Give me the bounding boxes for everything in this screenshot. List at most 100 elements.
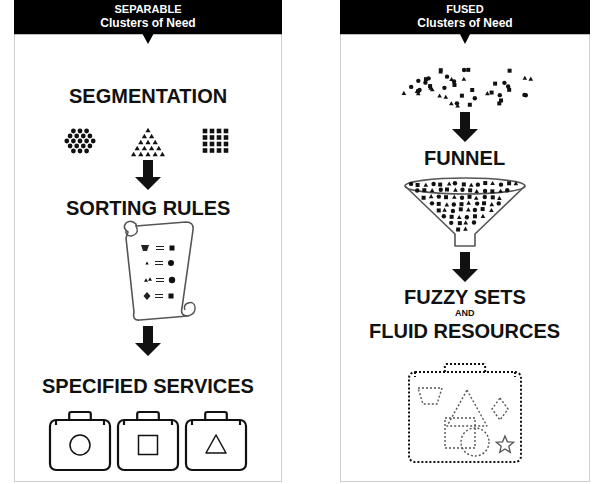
triangle-symbol: [463, 226, 468, 230]
circle-symbol: [78, 149, 83, 154]
scroll: [124, 221, 193, 320]
circle-symbol: [460, 196, 464, 200]
stage-label: SORTING RULES: [66, 197, 230, 220]
square-symbol: [507, 181, 511, 185]
circle-symbol: [462, 68, 466, 72]
circle-symbol: [473, 96, 477, 100]
square-symbol: [468, 188, 472, 192]
triangle-symbol: [145, 128, 150, 133]
triangle-symbol: [481, 214, 486, 218]
square-symbol: [224, 135, 229, 140]
triangle-symbol: [437, 93, 442, 97]
circle-symbol: [472, 220, 476, 224]
square-symbol: [456, 228, 460, 232]
triangle-symbol: [528, 77, 533, 81]
circle-symbol: [68, 134, 73, 139]
square-symbol: [224, 142, 229, 147]
triangle-symbol: [463, 220, 468, 224]
circle-symbol: [483, 189, 487, 193]
square-symbol: [468, 103, 472, 107]
square-symbol: [170, 246, 175, 251]
circle-symbol: [70, 435, 90, 455]
triangle-symbol: [138, 152, 143, 157]
circle-symbol: [71, 139, 76, 144]
header-title: FUSED: [340, 3, 590, 16]
square-symbol: [438, 183, 442, 187]
triangle-symbol: [156, 146, 161, 151]
circle-symbol: [88, 134, 93, 139]
square-symbol: [450, 215, 454, 219]
panel-outline: [341, 2, 590, 482]
triangle-symbol: [160, 152, 165, 157]
briefcase: [50, 420, 110, 470]
triangle-symbol: [144, 278, 148, 282]
scroll-curl: [126, 226, 137, 236]
square-symbol: [459, 207, 463, 211]
funnel-rim: [405, 178, 525, 194]
triangle-symbol: [523, 76, 528, 80]
circle-symbol: [81, 144, 86, 149]
triangle-symbol: [138, 140, 143, 145]
triangle-symbol: [145, 152, 150, 157]
equals-sign: [155, 295, 163, 298]
briefcase-handle: [69, 412, 91, 420]
circle-symbol: [476, 182, 480, 186]
briefcase-handle: [205, 412, 227, 420]
circle-symbol: [498, 93, 502, 97]
triangle-symbol: [149, 146, 154, 151]
triangle-symbol: [514, 181, 519, 185]
square-symbol: [203, 129, 208, 134]
briefcase: [118, 420, 178, 470]
header-title: SEPARABLE: [14, 3, 282, 16]
triangle-symbol: [466, 201, 471, 205]
diamond-symbol: [144, 292, 151, 300]
circle-symbol: [88, 144, 93, 149]
circle-symbol: [439, 188, 443, 192]
briefcase-latch: [192, 420, 240, 425]
briefcase-latch: [415, 372, 515, 377]
funnel: [405, 186, 525, 246]
down-arrow: [452, 252, 478, 282]
square-symbol: [422, 196, 426, 200]
circle-symbol: [505, 188, 509, 192]
symbols: [50, 68, 533, 470]
square-symbol: [217, 129, 222, 134]
circle-symbol: [431, 182, 435, 186]
triangle-symbol: [490, 181, 495, 185]
triangle-symbol: [153, 140, 158, 145]
triangle-symbol: [145, 140, 150, 145]
square-symbol: [460, 94, 464, 98]
square-symbol: [468, 195, 472, 199]
circle-symbol: [475, 201, 479, 205]
triangle-symbol: [429, 194, 434, 198]
circle-symbol: [74, 144, 79, 149]
triangle-symbol: [142, 146, 147, 151]
square-symbol: [217, 148, 222, 153]
circle-symbol: [473, 208, 477, 212]
triangle-symbol: [498, 189, 503, 193]
triangle-symbol: [485, 91, 490, 95]
circle-symbol: [524, 93, 528, 97]
square-symbol: [203, 142, 208, 147]
circle-symbol: [78, 129, 83, 134]
diamond-symbol: [492, 398, 508, 420]
square-symbol: [490, 189, 494, 193]
circle-symbol: [168, 260, 174, 266]
circle-symbol: [460, 188, 464, 192]
triangle-symbol: [497, 196, 502, 200]
circle-symbol: [71, 149, 76, 154]
triangle-symbol: [424, 183, 429, 187]
triangle-symbol: [206, 435, 226, 453]
square-symbol: [437, 202, 441, 206]
circle-symbol: [84, 129, 89, 134]
square-symbol: [473, 214, 477, 218]
square-symbol: [217, 142, 222, 147]
square-symbol: [499, 98, 503, 102]
circle-symbol: [417, 88, 421, 92]
triangle-symbol: [449, 101, 454, 105]
square-symbol: [210, 142, 215, 147]
equals-sign: [156, 247, 164, 250]
square-symbol: [422, 188, 426, 192]
square-symbol: [445, 418, 475, 448]
circle-symbol: [499, 182, 503, 186]
